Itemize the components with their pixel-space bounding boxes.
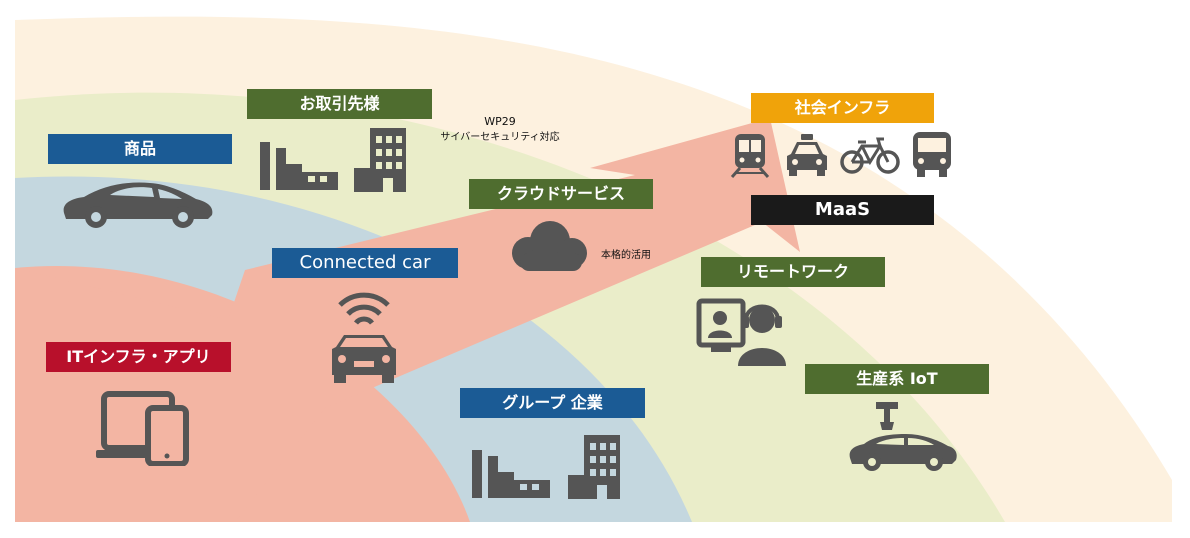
label-business-partners: お取引先様 xyxy=(247,89,432,119)
label-group-companies: グループ 企業 xyxy=(460,388,645,418)
bicycle-icon xyxy=(840,137,900,174)
laptop-tablet-icon xyxy=(96,391,189,466)
note-full-use: 本格的活用 xyxy=(601,250,651,261)
cloud-icon xyxy=(512,221,587,271)
factory-icon xyxy=(260,142,338,190)
train-icon xyxy=(730,134,770,178)
label-remote-work: リモートワーク xyxy=(701,257,885,287)
connected-car-icon xyxy=(332,292,396,383)
label-products: 商品 xyxy=(48,134,232,164)
label-maas: MaaS xyxy=(751,195,934,225)
label-connected-car: Connected car xyxy=(272,248,458,278)
factory-car-icon xyxy=(849,402,957,471)
remote-worker-icon xyxy=(696,298,786,366)
growth-arrow xyxy=(15,118,800,522)
office-building-icon-group xyxy=(568,435,620,499)
bus-icon xyxy=(913,132,951,177)
label-production-iot: 生産系 IoT xyxy=(805,364,989,394)
note-wp29-title: WP29 xyxy=(484,115,516,128)
label-cloud-services: クラウドサービス xyxy=(469,179,653,209)
note-wp29-detail: サイバーセキュリティ対応 xyxy=(440,132,560,143)
factory-icon-group xyxy=(472,450,550,498)
sports-car-icon xyxy=(63,182,213,228)
taxi-icon xyxy=(787,134,827,176)
office-building-icon xyxy=(354,128,406,192)
label-social-infra: 社会インフラ xyxy=(751,93,934,123)
label-it-infra-apps: ITインフラ・アプリ xyxy=(46,342,231,372)
